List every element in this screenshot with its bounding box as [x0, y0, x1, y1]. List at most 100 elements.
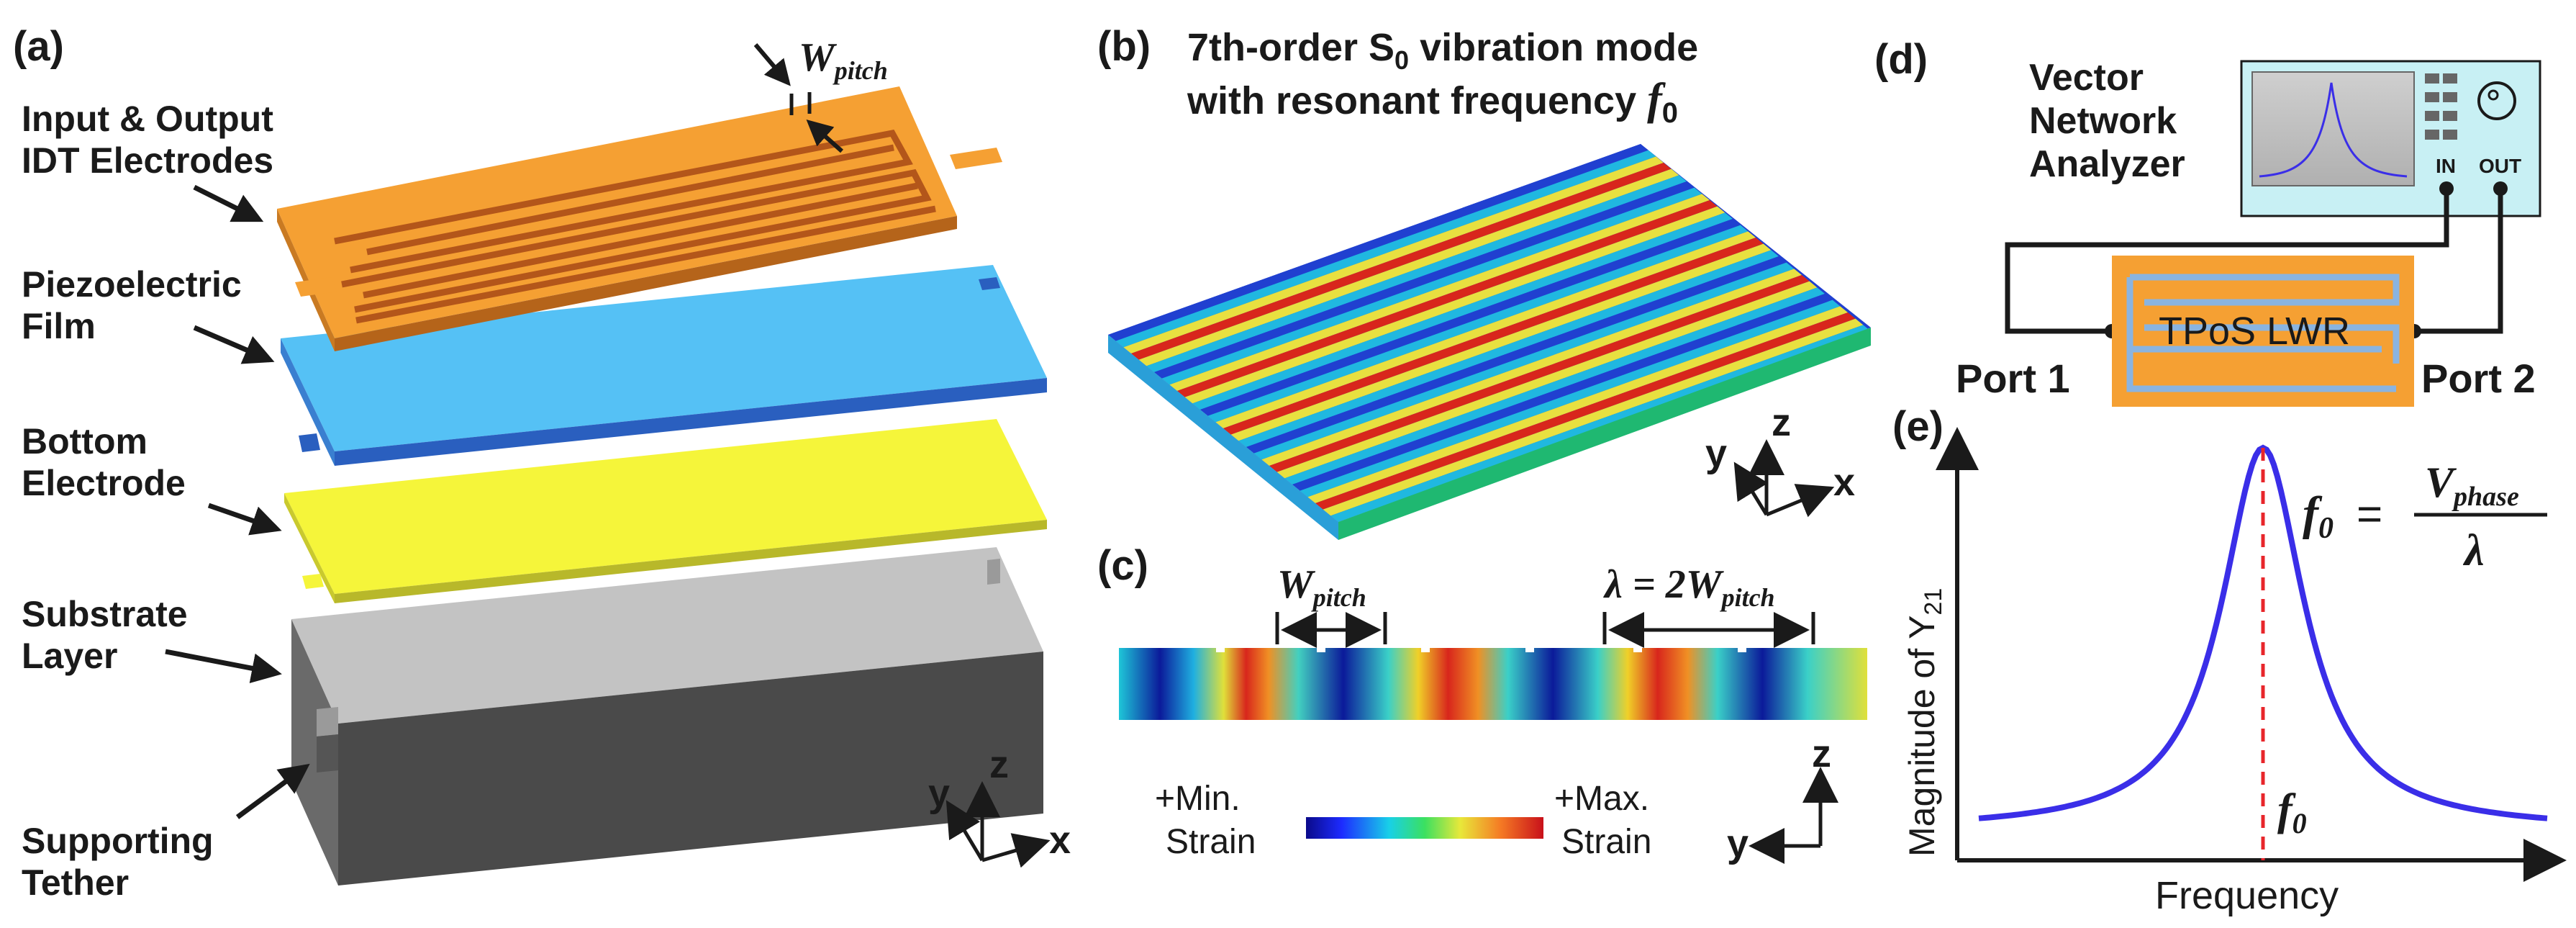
test-cables — [2005, 189, 2503, 334]
mode-stripe — [1315, 312, 1856, 510]
electrode-notches — [1216, 648, 1746, 652]
axes-triad-a — [945, 781, 1051, 868]
panel-a: (a) — [13, 23, 1071, 903]
svg-text:Input & Output: Input & Output — [22, 99, 273, 139]
mode-stripe — [1238, 250, 1779, 447]
vna-knob-icon — [2477, 81, 2516, 120]
wpitch-arrow-c — [1275, 612, 1387, 648]
mode-stripe — [1192, 212, 1733, 410]
panel-label-a: (a) — [13, 23, 64, 70]
wpitch-label-a: Wpitch — [799, 35, 888, 85]
mode-stripe — [1200, 219, 1741, 416]
mode-stripe — [1276, 281, 1818, 479]
port1-label: Port 1 — [1956, 356, 2070, 401]
axis-x-a: x — [1049, 819, 1071, 862]
mode-stripe — [1300, 299, 1841, 497]
svg-text:Piezoelectric: Piezoelectric — [22, 264, 242, 305]
mode-stripe — [1115, 150, 1656, 348]
mode-stripe — [1169, 194, 1710, 391]
mode-stripe — [1123, 156, 1664, 354]
mode-stripe — [1253, 262, 1795, 460]
svg-text:Electrode: Electrode — [22, 463, 186, 503]
layer-label-bottom: Bottom Electrode — [22, 421, 282, 536]
mode-stripe — [1215, 231, 1756, 428]
svg-text:IDT Electrodes: IDT Electrodes — [22, 140, 273, 181]
svg-text:=: = — [2357, 490, 2382, 539]
panel-d: (d) Vector Network Analyzer IN OUT — [1874, 36, 2541, 407]
idt-electrode-layer — [277, 86, 1002, 351]
axes-yz-c — [1749, 767, 1838, 864]
svg-text:λ: λ — [2462, 526, 2485, 575]
mode-stripe — [1154, 181, 1695, 379]
layer-label-idt: Input & Output IDT Electrodes — [22, 99, 273, 222]
svg-text:Tether: Tether — [22, 862, 129, 903]
svg-text:f0: f0 — [2303, 487, 2334, 545]
panel-label-d: (d) — [1874, 36, 1928, 83]
lambda-arrow-c — [1602, 612, 1815, 648]
vna-label-line2: Network — [2029, 100, 2177, 142]
max-strain-line2: Strain — [1561, 823, 1651, 861]
bottom-electrode-layer — [284, 419, 1047, 603]
port2-label: Port 2 — [2421, 356, 2536, 401]
wpitch-label-c: Wpitch — [1277, 562, 1366, 612]
mode-stripe — [1269, 275, 1810, 472]
svg-text:Film: Film — [22, 306, 96, 346]
panel-b-title-line2: with resonant frequency f0 — [1187, 75, 1678, 129]
panel-b-title-line1: 7th-order S0 vibration mode — [1187, 26, 1698, 75]
mode-stripe — [1131, 163, 1672, 360]
mode-stripe — [1230, 243, 1772, 441]
vna-label-line3: Analyzer — [2029, 143, 2185, 185]
panel-label-c: (c) — [1097, 542, 1148, 589]
axis-y-a: y — [928, 772, 950, 815]
svg-text:Bottom: Bottom — [22, 421, 148, 461]
vna-out-label: OUT — [2479, 155, 2521, 177]
piezoelectric-film-layer — [281, 265, 1047, 466]
vector-network-analyzer: IN OUT — [2240, 60, 2541, 217]
axis-z-c: z — [1812, 732, 1831, 775]
mode-stripe — [1284, 287, 1825, 485]
strain-cross-section — [1119, 648, 1867, 720]
f0-marker-label: f0 — [2277, 785, 2307, 839]
mode-stripe — [1161, 187, 1702, 385]
mode-stripe — [1330, 325, 1871, 522]
min-strain-line2: Strain — [1166, 823, 1256, 861]
substrate-block — [291, 547, 1043, 886]
mode-stripe — [1146, 175, 1687, 373]
mode-stripe — [1138, 168, 1679, 366]
layer-label-tether: Supporting Tether — [22, 763, 310, 903]
svg-text:Layer: Layer — [22, 636, 117, 676]
panel-e: (e) Magnitude of Y21 Frequency f0 f0 = V… — [1892, 403, 2567, 917]
svg-text:Vphase: Vphase — [2425, 459, 2519, 512]
mode-stripe — [1108, 144, 1648, 341]
mode-stripes — [1108, 144, 1871, 522]
axis-y-b: y — [1705, 432, 1727, 475]
max-strain-line1: +Max. — [1554, 780, 1649, 818]
axis-y-c: y — [1727, 822, 1749, 865]
device-label: TPoS LWR — [2159, 310, 2350, 353]
axes-triad-b — [1733, 439, 1835, 518]
x-axis-label: Frequency — [2155, 874, 2339, 917]
y-axis-label: Magnitude of Y21 — [1902, 588, 1947, 857]
mode-stripe — [1323, 318, 1864, 516]
lambda-label-c: λ = 2Wpitch — [1603, 562, 1775, 612]
panel-label-b: (b) — [1097, 23, 1151, 70]
axis-z-a: z — [989, 743, 1009, 786]
svg-text:Substrate: Substrate — [22, 594, 188, 634]
panel-b: (b) 7th-order S0 vibration mode with res… — [1097, 23, 1871, 540]
mode-stripe — [1177, 200, 1718, 397]
vibration-mode-plate — [1108, 144, 1871, 540]
min-strain-line1: +Min. — [1155, 780, 1241, 818]
vna-label-line1: Vector — [2029, 57, 2144, 99]
strain-colorbar — [1306, 817, 1543, 839]
axis-z-b: z — [1772, 401, 1791, 444]
vna-buttons — [2425, 73, 2457, 140]
resonance-plot-axes — [1936, 427, 2567, 882]
mode-stripe — [1307, 306, 1848, 503]
wpitch-marker-a: Wpitch — [753, 35, 888, 153]
mode-stripe — [1246, 256, 1787, 454]
mode-stripe — [1292, 294, 1833, 491]
axis-x-b: x — [1833, 461, 1855, 504]
mode-stripe — [1207, 225, 1749, 423]
mode-stripe — [1184, 206, 1725, 404]
